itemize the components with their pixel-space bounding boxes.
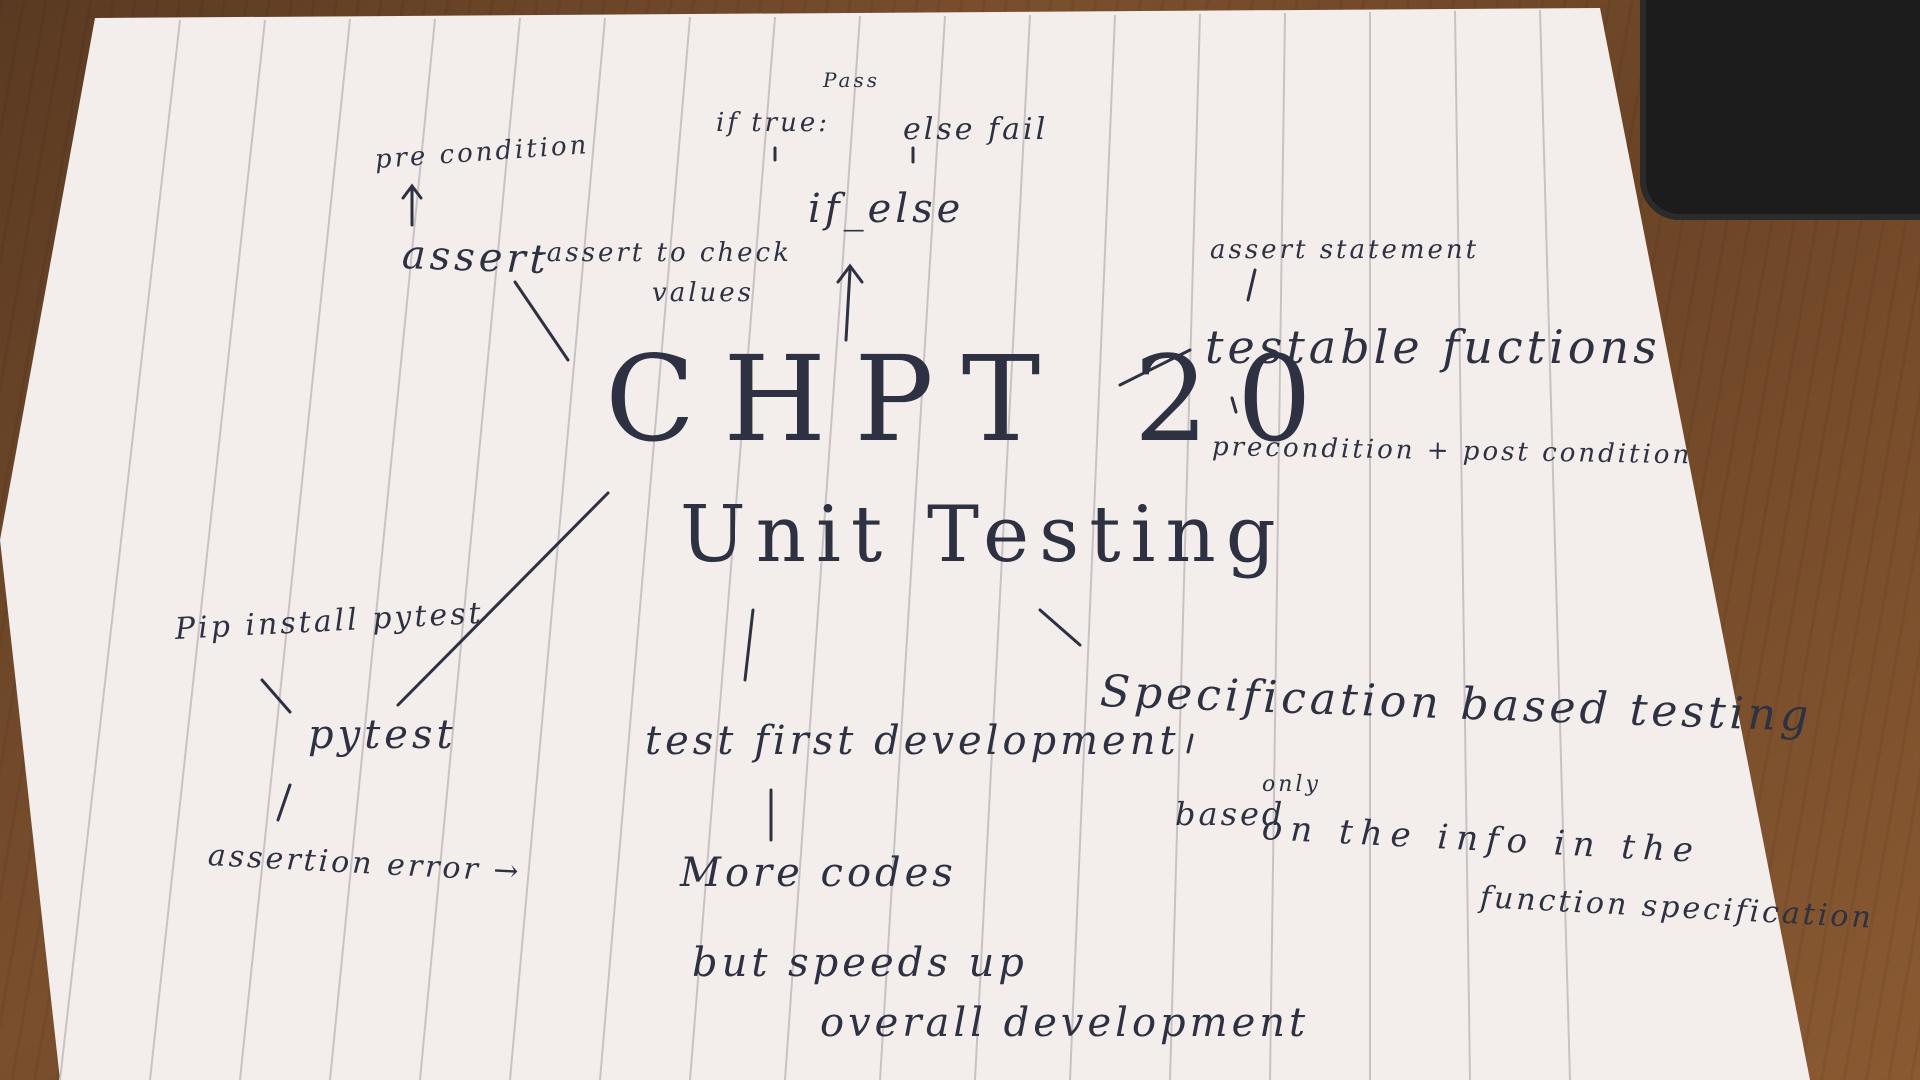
connector-test-first: [743, 608, 755, 682]
spec-based-label: based: [1175, 795, 1286, 833]
ruled-lines: [59, 9, 1571, 1080]
arrowhead-precondition: [401, 183, 423, 200]
assert-node: assert: [401, 232, 551, 284]
connector-spec: [1038, 608, 1082, 647]
mouse-pad: [1640, 0, 1920, 220]
connector-assert: [513, 280, 570, 362]
assert-note-line-1: -assert to check: [535, 238, 792, 268]
paper-sheet: [0, 8, 1810, 1080]
only-label: only: [1262, 772, 1321, 797]
connector-testable-below: [1230, 396, 1238, 414]
connector-pytest: [396, 491, 610, 707]
page-subtitle: Unit Testing: [680, 490, 1286, 580]
speeds-up-label: but speeds up: [692, 940, 1028, 986]
connector-assertion-error: [276, 783, 292, 822]
page-title: CHPT 20: [605, 330, 1340, 468]
else-fail-label: else fail: [903, 112, 1049, 147]
connector-pip: [260, 678, 292, 714]
more-codes-label: More codes: [680, 850, 957, 896]
if-true-label: if true:: [716, 108, 830, 138]
test-first-development-node: test first development: [645, 718, 1180, 764]
connector-if-else: [844, 268, 852, 342]
connector-testable: [1118, 348, 1192, 387]
assert-statement-label: assert statement: [1210, 235, 1480, 265]
pass-label: Pass: [823, 68, 881, 92]
connector-strokes: [260, 146, 1257, 842]
assert-note-line-2: values: [652, 278, 754, 308]
testable-functions-node: testable fuctions: [1205, 320, 1661, 374]
connector-assert-statement: [1246, 268, 1257, 302]
if-else-node: if_else: [808, 186, 965, 232]
pytest-node: pytest: [308, 712, 457, 758]
overall-development-label: overall development: [820, 1000, 1310, 1046]
connector-spec-below: [1186, 733, 1194, 754]
arrowhead-if-else: [836, 263, 864, 284]
